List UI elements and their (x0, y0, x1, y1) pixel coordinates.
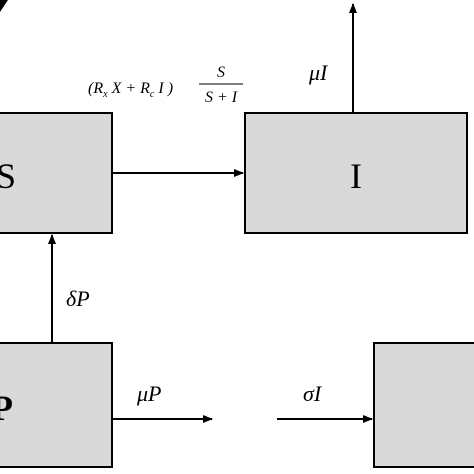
infection-fraction-denominator: S + I (205, 89, 238, 106)
infection-fraction-numerator: S (217, 64, 225, 81)
node-r-box (373, 342, 474, 468)
node-s-box (0, 112, 113, 234)
node-p-label: P (0, 388, 13, 428)
p-to-s-label: δP (66, 286, 90, 311)
node-i-box (244, 112, 468, 234)
death-i-label: μI (308, 60, 329, 85)
top-left-arrow-fragment (0, 0, 8, 12)
node-p-box (0, 342, 113, 468)
node-i-label: I (350, 156, 362, 196)
node-s-label: S (0, 156, 16, 196)
recovery-label: σI (303, 381, 323, 406)
death-p-label: μP (136, 381, 161, 406)
infection-rate-label: (Rx X + Rc I ) (88, 80, 173, 100)
